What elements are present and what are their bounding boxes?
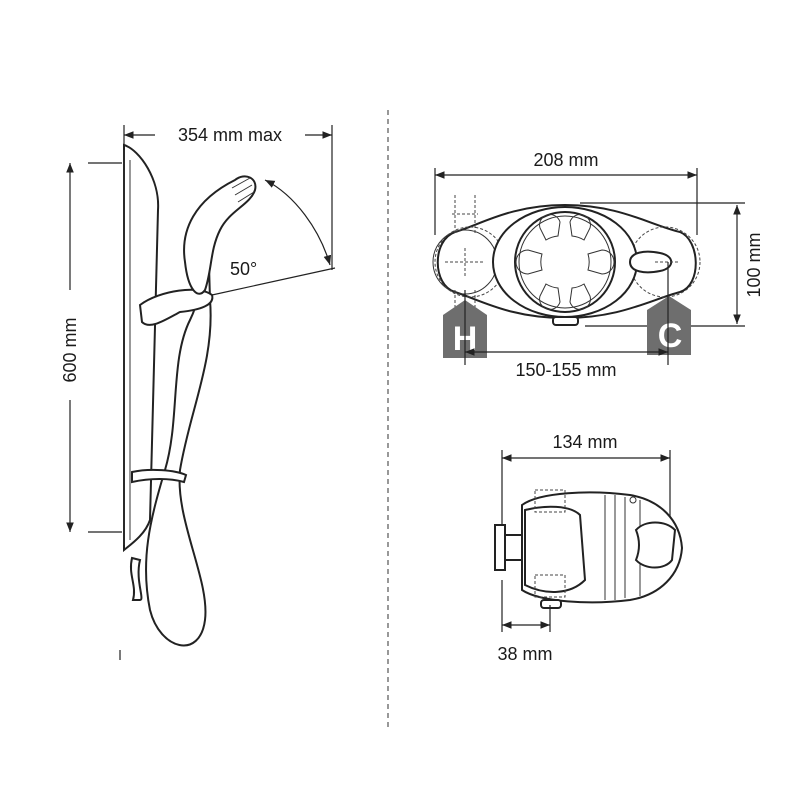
depth-134-label: 134 mm <box>552 432 617 452</box>
angle-50-label: 50° <box>230 259 257 279</box>
cold-badge-label: C <box>658 317 683 355</box>
shower-unit-profile-view: 134 mm 38 mm <box>494 432 684 664</box>
riser-rail-side-view: 600 mm 354 mm max 50° <box>60 125 336 660</box>
shower-unit-front-view: 208 mm 100 mm H C <box>432 150 764 380</box>
width-208-label: 208 mm <box>533 150 598 170</box>
cold-inlet-badge <box>647 296 691 355</box>
inlet-spacing-label: 150-155 mm <box>515 360 616 380</box>
inlet-offset-38-label: 38 mm <box>497 644 552 664</box>
height-600-label: 600 mm <box>60 317 80 382</box>
height-100-label: 100 mm <box>744 232 764 297</box>
reach-354-label: 354 mm max <box>178 125 282 145</box>
